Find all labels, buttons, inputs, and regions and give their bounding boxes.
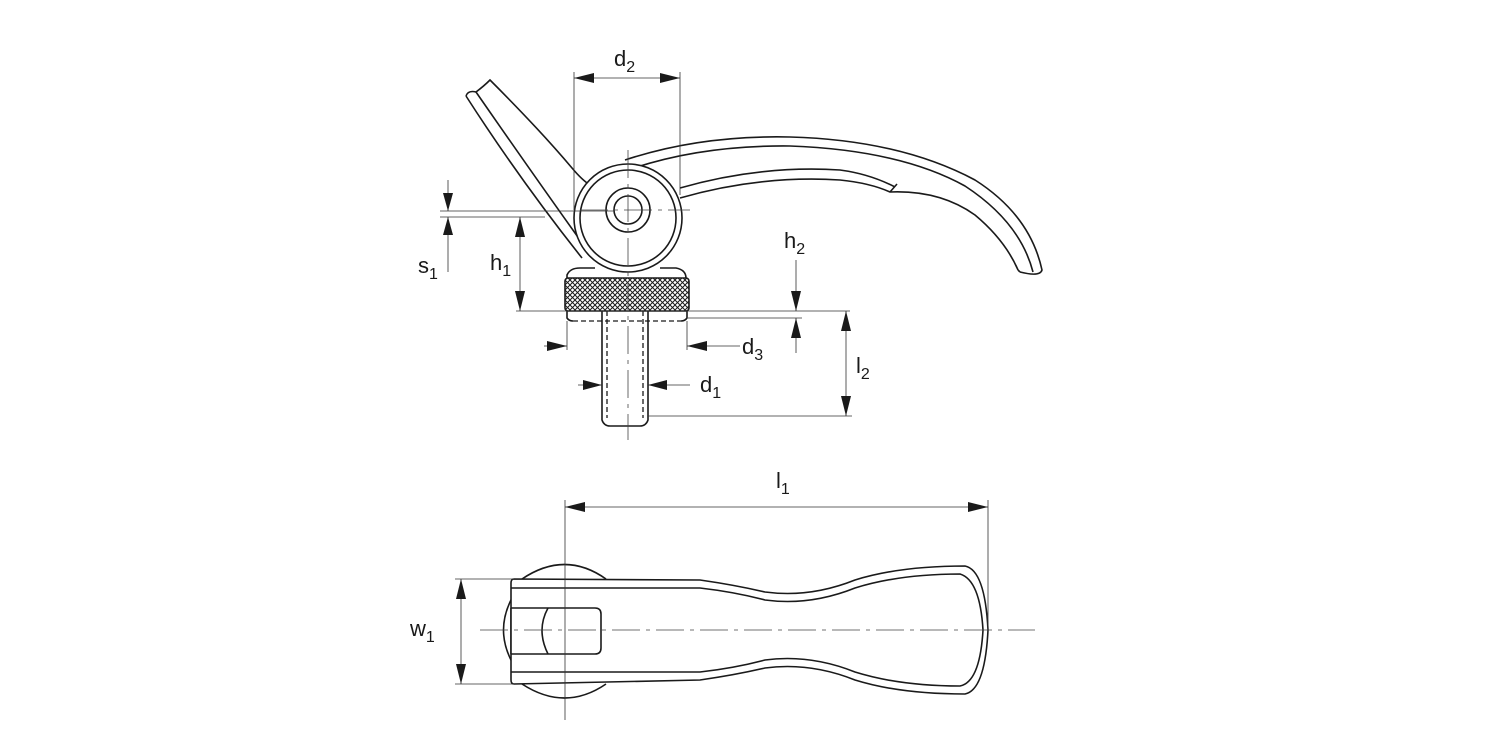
dimension-l2 (648, 311, 852, 417)
label-s1: s1 (418, 253, 438, 283)
label-h2: h2 (784, 228, 806, 258)
label-d2: d2 (614, 46, 636, 76)
label-h1: h1 (490, 250, 512, 280)
knurled-nut (564, 277, 690, 312)
dimension-l1 (565, 500, 989, 630)
dimension-d2 (573, 72, 681, 210)
threaded-stud (601, 311, 649, 427)
lever-upper-arm (465, 78, 591, 259)
top-view (455, 500, 1035, 720)
dimension-d3 (544, 321, 740, 351)
label-l2: l2 (856, 353, 870, 383)
lever-handle (624, 136, 1043, 275)
label-d3: d3 (742, 334, 764, 364)
label-l1: l1 (776, 468, 790, 498)
dimension-h1 (515, 217, 850, 312)
side-view (440, 72, 1043, 440)
label-w1: w1 (410, 616, 435, 646)
dimension-s1 (440, 180, 615, 272)
dimension-h2 (688, 260, 802, 353)
slot (511, 607, 602, 655)
label-d1: d1 (700, 372, 722, 402)
dimension-d1 (578, 380, 690, 390)
dimension-w1 (455, 578, 514, 685)
